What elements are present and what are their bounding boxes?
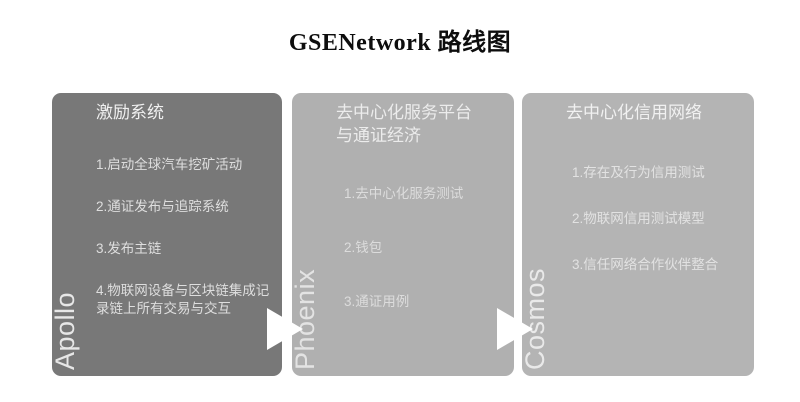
phase-name-label: Apollo: [52, 291, 80, 370]
phase-body-cosmos: 去中心化信用网络 1.存在及行为信用测试 2.物联网信用测试模型 3.信任网络合…: [566, 101, 748, 302]
phase-heading-cosmos: 去中心化信用网络: [566, 103, 702, 122]
phase-item-list-apollo: 1.启动全球汽车挖矿活动 2.通证发布与追踪系统 3.发布主链 4.物联网设备与…: [96, 156, 276, 318]
page-title: GSENetwork 路线图: [288, 30, 512, 56]
phase-item-list-phoenix: 1.去中心化服务测试 2.钱包 3.通证用例: [336, 185, 508, 311]
arrow-right-icon: [497, 308, 533, 350]
list-item: 4.物联网设备与区块链集成记录链上所有交易与交互: [96, 283, 270, 316]
arrow-right-icon: [267, 308, 303, 350]
roadmap-container: Apollo 激励系统 1.启动全球汽车挖矿活动 2.通证发布与追踪系统 3.发…: [52, 93, 754, 376]
list-item: 2.物联网信用测试模型: [572, 211, 705, 226]
phase-item-list-cosmos: 1.存在及行为信用测试 2.物联网信用测试模型 3.信任网络合作伙伴整合: [566, 164, 748, 274]
phase-heading-apollo: 激励系统: [96, 103, 164, 122]
list-item: 3.发布主链: [96, 241, 162, 256]
phase-name-vertical-apollo: Apollo: [52, 93, 90, 376]
phase-body-phoenix: 去中心化服务平台 与通证经济 1.去中心化服务测试 2.钱包 3.通证用例: [336, 101, 508, 347]
list-item: 1.去中心化服务测试: [344, 186, 464, 201]
list-item: 3.通证用例: [344, 294, 410, 309]
roadmap-phase-cosmos[interactable]: Cosmos 去中心化信用网络 1.存在及行为信用测试 2.物联网信用测试模型 …: [522, 93, 754, 376]
roadmap-phase-apollo[interactable]: Apollo 激励系统 1.启动全球汽车挖矿活动 2.通证发布与追踪系统 3.发…: [52, 93, 282, 376]
roadmap-phase-phoenix[interactable]: Phoenix 去中心化服务平台 与通证经济 1.去中心化服务测试 2.钱包 3…: [292, 93, 514, 376]
list-item: 3.信任网络合作伙伴整合: [572, 257, 719, 272]
list-item: 2.钱包: [344, 240, 383, 255]
list-item: 2.通证发布与追踪系统: [96, 199, 229, 214]
list-item: 1.存在及行为信用测试: [572, 165, 705, 180]
list-item: 1.启动全球汽车挖矿活动: [96, 157, 243, 172]
phase-heading-phoenix: 去中心化服务平台 与通证经济: [336, 103, 472, 145]
phase-body-apollo: 激励系统 1.启动全球汽车挖矿活动 2.通证发布与追踪系统 3.发布主链 4.物…: [96, 101, 276, 342]
